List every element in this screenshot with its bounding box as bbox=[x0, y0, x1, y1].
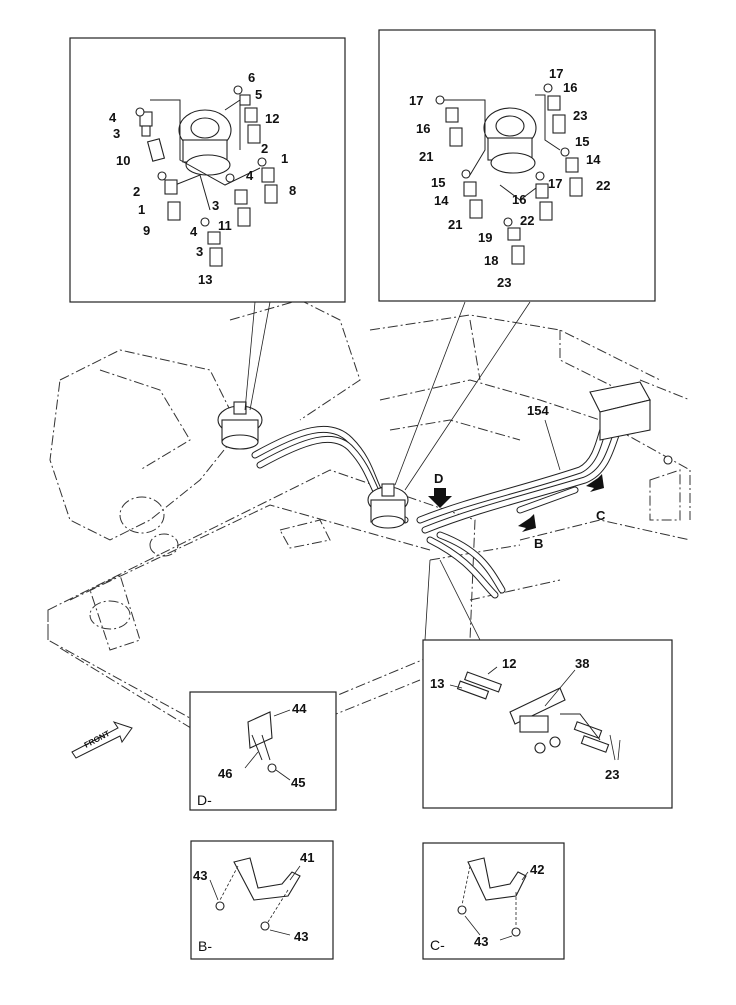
view-arrow-d: D bbox=[428, 471, 452, 508]
callout-13: 13 bbox=[430, 676, 444, 691]
svg-text:3: 3 bbox=[113, 126, 120, 141]
svg-text:1: 1 bbox=[281, 151, 288, 166]
callout-43-b: 43 bbox=[294, 929, 308, 944]
pilot-valve-left bbox=[217, 401, 263, 450]
hose-bundle bbox=[251, 406, 626, 599]
callout-44: 44 bbox=[292, 701, 307, 716]
svg-text:4: 4 bbox=[190, 224, 198, 239]
svg-text:6: 6 bbox=[248, 70, 255, 85]
view-arrow-c: C bbox=[586, 474, 606, 523]
svg-text:17: 17 bbox=[548, 176, 562, 191]
svg-text:12: 12 bbox=[265, 111, 279, 126]
callout-43-a: 43 bbox=[193, 868, 207, 883]
svg-text:16: 16 bbox=[416, 121, 430, 136]
svg-text:19: 19 bbox=[478, 230, 492, 245]
chassis-outline bbox=[47, 299, 691, 760]
pilot-valve-center bbox=[367, 483, 409, 529]
svg-text:16: 16 bbox=[563, 80, 577, 95]
view-label-b: B- bbox=[198, 938, 212, 954]
right-fittings bbox=[435, 83, 583, 265]
svg-text:3: 3 bbox=[212, 198, 219, 213]
callout-42: 42 bbox=[530, 862, 544, 877]
svg-text:1: 1 bbox=[138, 202, 145, 217]
callout-12: 12 bbox=[502, 656, 516, 671]
svg-text:23: 23 bbox=[573, 108, 587, 123]
view-box-c bbox=[422, 842, 565, 960]
left-callouts: 4 3 10 6 5 12 2 1 4 8 2 1 9 3 4 11 3 13 bbox=[109, 70, 296, 287]
right-valve-body bbox=[440, 94, 561, 201]
svg-text:16: 16 bbox=[512, 192, 526, 207]
svg-text:17: 17 bbox=[409, 93, 423, 108]
svg-text:23: 23 bbox=[497, 275, 511, 290]
callout-41: 41 bbox=[300, 850, 314, 865]
callout-38: 38 bbox=[575, 656, 589, 671]
callout-46: 46 bbox=[218, 766, 232, 781]
callout-154: 154 bbox=[527, 403, 549, 418]
svg-text:15: 15 bbox=[431, 175, 445, 190]
bracket-38-assembly bbox=[449, 666, 621, 761]
view-label-c: C- bbox=[430, 937, 445, 953]
svg-text:2: 2 bbox=[261, 141, 268, 156]
svg-text:13: 13 bbox=[198, 272, 212, 287]
d-clamp bbox=[244, 709, 291, 781]
view-arrow-b: B bbox=[518, 514, 543, 551]
b-bracket bbox=[209, 857, 301, 936]
svg-text:22: 22 bbox=[596, 178, 610, 193]
svg-text:FRONT: FRONT bbox=[83, 729, 112, 750]
svg-text:C: C bbox=[596, 508, 606, 523]
left-fittings bbox=[135, 85, 278, 267]
svg-text:5: 5 bbox=[255, 87, 262, 102]
front-arrow: FRONT bbox=[71, 721, 133, 759]
svg-text:22: 22 bbox=[520, 213, 534, 228]
svg-text:3: 3 bbox=[196, 244, 203, 259]
svg-text:B: B bbox=[534, 536, 543, 551]
svg-text:18: 18 bbox=[484, 253, 498, 268]
svg-text:14: 14 bbox=[586, 152, 601, 167]
svg-text:2: 2 bbox=[133, 184, 140, 199]
svg-text:8: 8 bbox=[289, 183, 296, 198]
svg-text:9: 9 bbox=[143, 223, 150, 238]
callout-23: 23 bbox=[605, 767, 619, 782]
view-box-d bbox=[189, 691, 337, 811]
callout-45: 45 bbox=[291, 775, 305, 790]
c-bracket bbox=[457, 857, 529, 941]
svg-text:14: 14 bbox=[434, 193, 449, 208]
svg-text:17: 17 bbox=[549, 66, 563, 81]
svg-text:10: 10 bbox=[116, 153, 130, 168]
svg-text:4: 4 bbox=[109, 110, 117, 125]
svg-text:11: 11 bbox=[218, 218, 232, 233]
svg-text:15: 15 bbox=[575, 134, 589, 149]
callout-43-c: 43 bbox=[474, 934, 488, 949]
svg-text:21: 21 bbox=[448, 217, 462, 232]
view-label-d: D- bbox=[197, 792, 212, 808]
svg-text:D: D bbox=[434, 471, 443, 486]
view-box-b bbox=[190, 840, 334, 960]
svg-text:21: 21 bbox=[419, 149, 433, 164]
svg-text:4: 4 bbox=[246, 168, 254, 183]
control-valve-right bbox=[589, 381, 673, 465]
right-callouts: 17 16 17 16 23 15 21 14 15 17 22 14 16 2… bbox=[409, 66, 610, 290]
